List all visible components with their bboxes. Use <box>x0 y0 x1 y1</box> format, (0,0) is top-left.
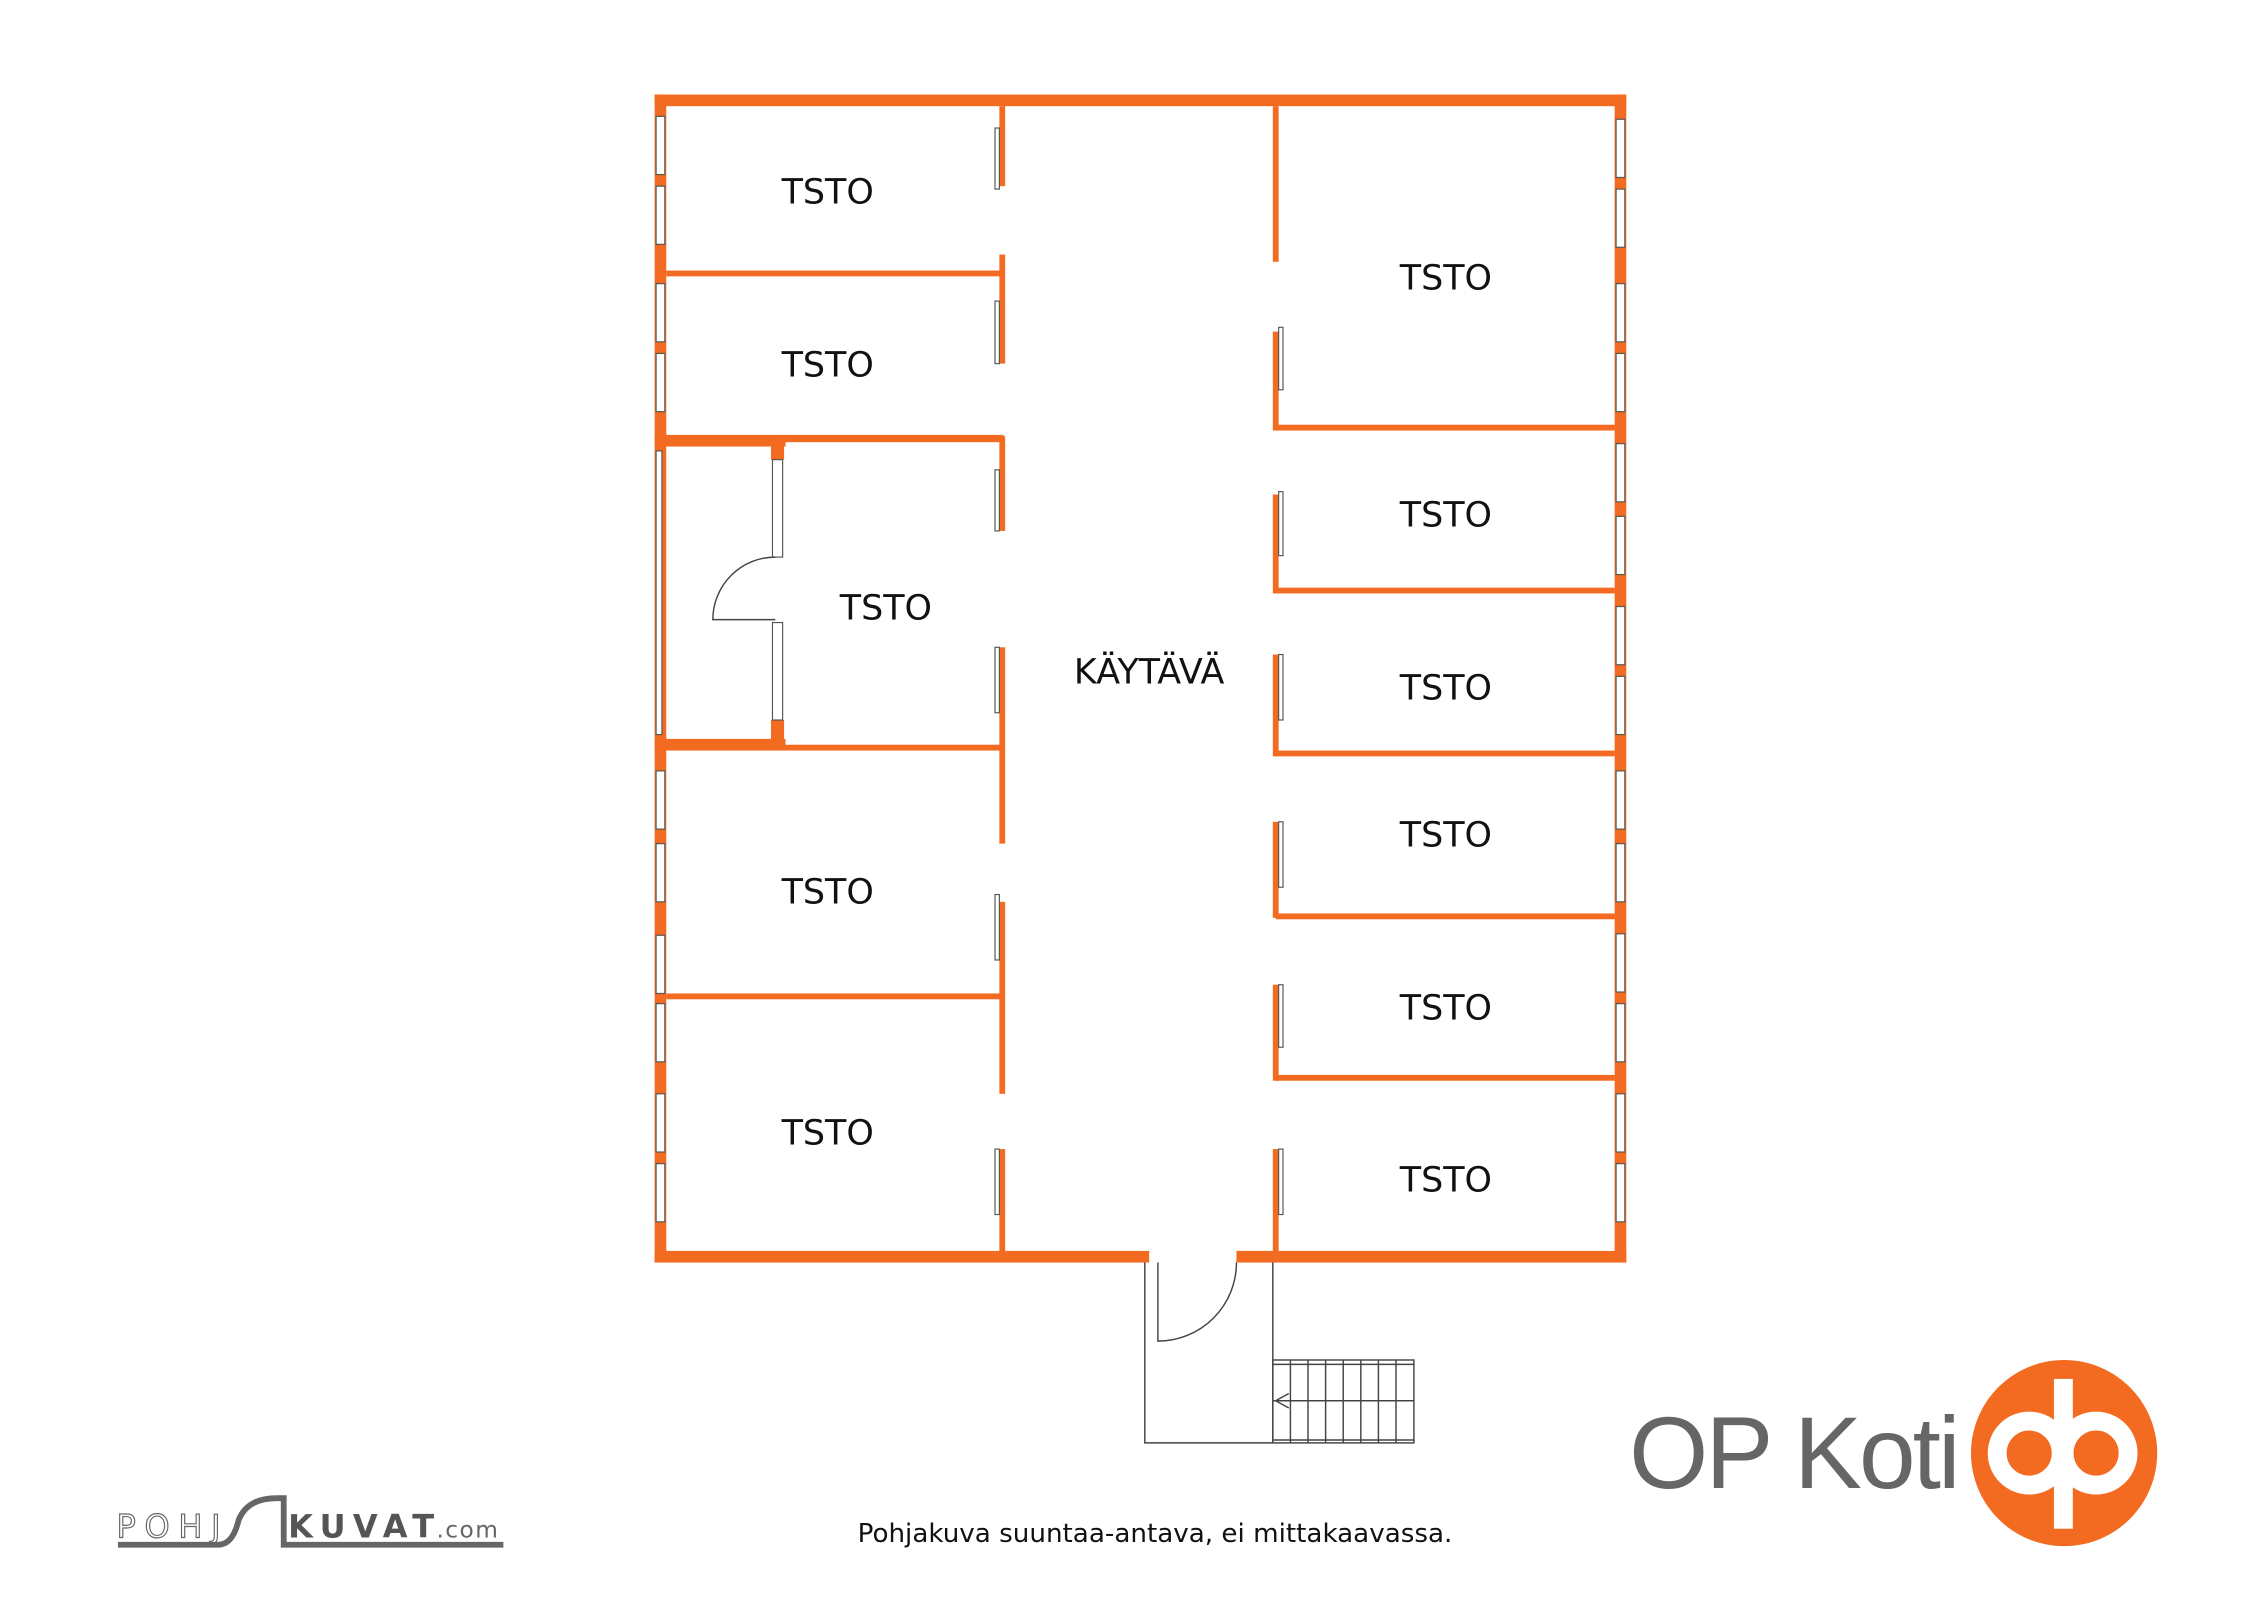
room-label: TSTO <box>1399 1160 1492 1200</box>
room-label: TSTO <box>1399 669 1492 709</box>
op-koti-wordmark: OP Koti <box>1629 1396 1958 1510</box>
closet-door-swing <box>712 556 776 621</box>
entrance-door-swing <box>1157 1262 1238 1342</box>
room-label: TSTO <box>781 872 874 912</box>
entrance-stairs <box>1144 1262 1415 1444</box>
corridor-label: KÄYTÄVÄ <box>1074 651 1225 693</box>
room-label: TSTO <box>1399 989 1492 1029</box>
svg-text:.com: .com <box>436 1516 499 1543</box>
room-label: TSTO <box>1399 496 1492 536</box>
windows <box>655 115 1626 1223</box>
svg-text:POHJ: POHJ <box>116 1507 229 1545</box>
room-label: TSTO <box>1399 258 1492 298</box>
room-label: TSTO <box>839 589 932 629</box>
room-label: TSTO <box>781 173 874 213</box>
svg-text:KUVAT: KUVAT <box>288 1507 441 1545</box>
room-label: TSTO <box>781 1114 874 1154</box>
op-logo <box>1971 1360 2158 1547</box>
disclaimer: Pohjakuva suuntaa-antava, ei mittakaavas… <box>858 1519 1453 1549</box>
room-label: TSTO <box>781 346 874 386</box>
interior-walls <box>654 106 1615 1254</box>
room-label: TSTO <box>1399 816 1492 856</box>
doors <box>712 127 1284 1342</box>
pohjakuvat-logo: POHJ KUVAT .com <box>116 1495 504 1548</box>
